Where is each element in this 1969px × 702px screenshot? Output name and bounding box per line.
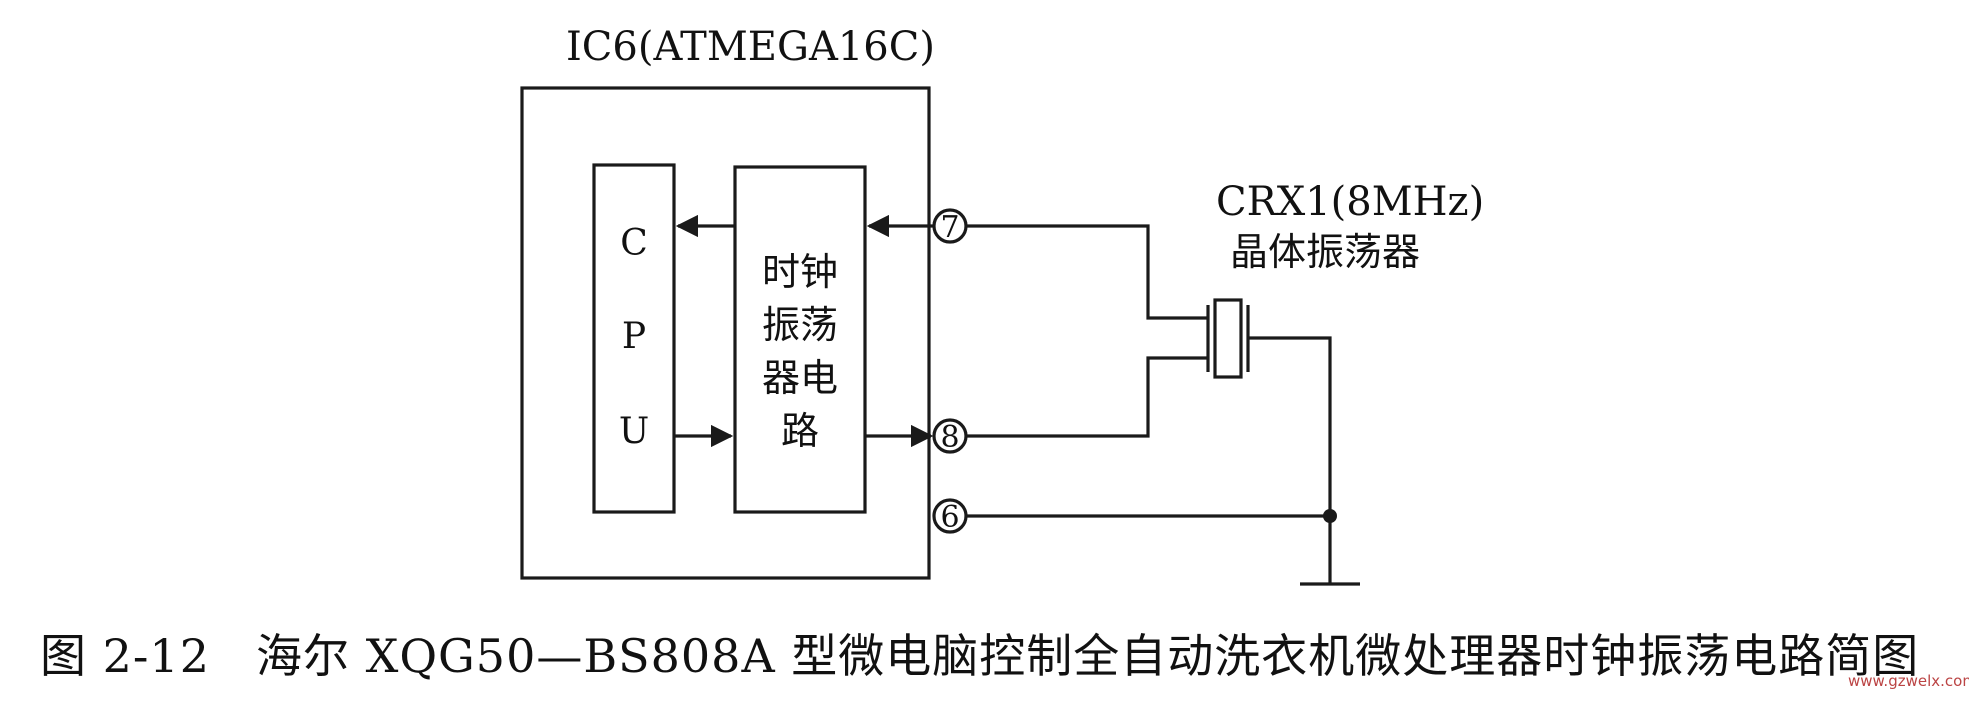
wire-pin8-to-crystal: [966, 356, 1208, 438]
ic-box: [520, 86, 931, 580]
pin-7-number: 7: [940, 210, 959, 245]
ic-label: IC6(ATMEGA16C): [566, 24, 935, 70]
pin-6-number: 6: [940, 500, 959, 535]
clock-oscillator-box: [733, 165, 867, 514]
cpu-box: [592, 163, 676, 514]
crystal-name: CRX1(8MHz): [1216, 179, 1484, 225]
wire-crystal-to-ground: [1248, 336, 1332, 584]
clock-label-line-2: 振荡: [762, 303, 838, 347]
clock-label-line-1: 时钟: [762, 250, 838, 294]
clock-circuit-diagram: IC6(ATMEGA16C) C P U 时钟 振荡 器电 路 7 8 6 CR…: [520, 24, 1484, 586]
cpu-letter-p: P: [622, 316, 646, 357]
junction-dot: [1323, 509, 1337, 523]
pin-8-number: 8: [940, 420, 959, 455]
cpu-letter-c: C: [620, 223, 648, 264]
figure-number: 图 2-12: [40, 629, 210, 683]
figure-caption-text: 海尔 XQG50—BS808A 型微电脑控制全自动洗衣机微处理器时钟振荡电路简图: [255, 629, 1920, 683]
figure-caption: 图 2-12 海尔 XQG50—BS808A 型微电脑控制全自动洗衣机微处理器时钟…: [40, 620, 1940, 686]
clock-label-line-3: 器电: [762, 356, 838, 400]
crystal-description: 晶体振荡器: [1230, 230, 1420, 274]
cpu-letter-u: U: [619, 411, 649, 452]
watermark-text: www.gzwelx.com: [1848, 672, 1969, 690]
wire-pin7-to-crystal: [966, 224, 1208, 320]
crystal-body: [1213, 298, 1243, 379]
clock-label-line-4: 路: [781, 409, 819, 453]
